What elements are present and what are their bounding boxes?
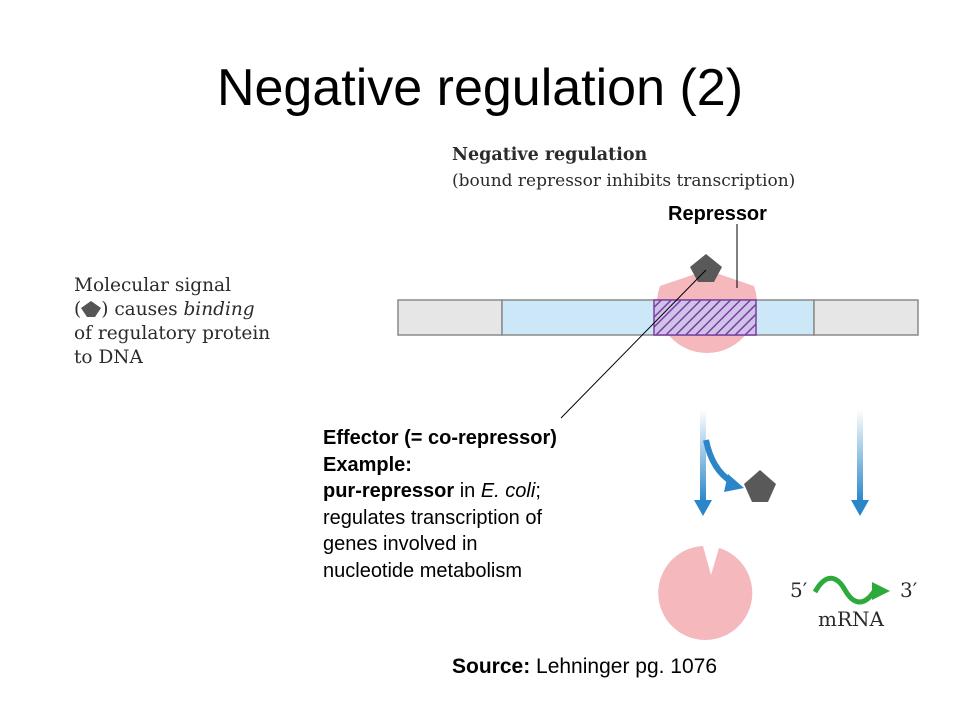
signal-caption-line4: to DNA bbox=[74, 347, 143, 368]
effector-title: Effector (= co-repressor) bbox=[323, 427, 557, 449]
mrna-wave-icon bbox=[812, 575, 878, 605]
operator-hatched bbox=[653, 299, 757, 336]
release-arrow-shaft bbox=[700, 410, 706, 502]
source-text: Lehninger pg. 1076 bbox=[530, 655, 718, 678]
mrna-three-prime: 3′ bbox=[900, 578, 918, 602]
regulates-line: regulates transcription of bbox=[323, 506, 543, 529]
signal-caption: Molecular signal ( ) causes binding of re… bbox=[74, 274, 270, 370]
effector-diamond-bound bbox=[690, 254, 722, 282]
signal-caption-line2: ( ) causes binding bbox=[74, 298, 270, 322]
figure-subheading: (bound repressor inhibits transcription) bbox=[452, 171, 796, 191]
source-label: Source: bbox=[452, 655, 531, 678]
dna-segment-left bbox=[397, 299, 503, 336]
example-species: E. coli bbox=[480, 480, 536, 502]
caption-causes: ) causes bbox=[101, 299, 184, 320]
source-citation: Source: Lehninger pg. 1076 bbox=[452, 655, 717, 679]
slide-title: Negative regulation (2) bbox=[216, 59, 744, 117]
metabolism-line: nucleotide metabolism bbox=[323, 559, 522, 582]
example-label: Example: bbox=[323, 453, 412, 476]
dna-segment-right bbox=[813, 299, 919, 336]
repressor-protein-free bbox=[658, 546, 753, 640]
mrna-arrow-head bbox=[872, 582, 890, 600]
effector-diamond-free bbox=[744, 470, 776, 502]
transcription-arrow-shaft bbox=[857, 410, 863, 502]
caption-binding: binding bbox=[183, 299, 255, 320]
signal-caption-line3: of regulatory protein bbox=[74, 323, 271, 344]
example-in: in bbox=[454, 480, 481, 502]
release-arrow-branch-head bbox=[724, 474, 744, 492]
release-arrow-head bbox=[694, 500, 712, 516]
effector-diamond-icon bbox=[81, 301, 102, 317]
repressor-label: Repressor bbox=[668, 203, 767, 225]
example-semicolon: ; bbox=[535, 480, 541, 502]
effector-leader-line bbox=[560, 269, 707, 419]
caption-open-paren: ( bbox=[74, 299, 82, 320]
genes-line: genes involved in bbox=[323, 533, 478, 555]
effector-description: Effector (= co-repressor) Example: pur-r… bbox=[323, 425, 557, 584]
example-bold: pur-repressor bbox=[323, 480, 455, 502]
signal-caption-line1: Molecular signal bbox=[74, 275, 232, 296]
figure-heading: Negative regulation bbox=[452, 145, 648, 165]
mrna-label: mRNA bbox=[818, 607, 884, 631]
mrna-five-prime: 5′ bbox=[790, 578, 808, 602]
transcription-arrow-head bbox=[851, 500, 869, 516]
example-line: pur-repressor in E. coli; bbox=[323, 478, 557, 505]
